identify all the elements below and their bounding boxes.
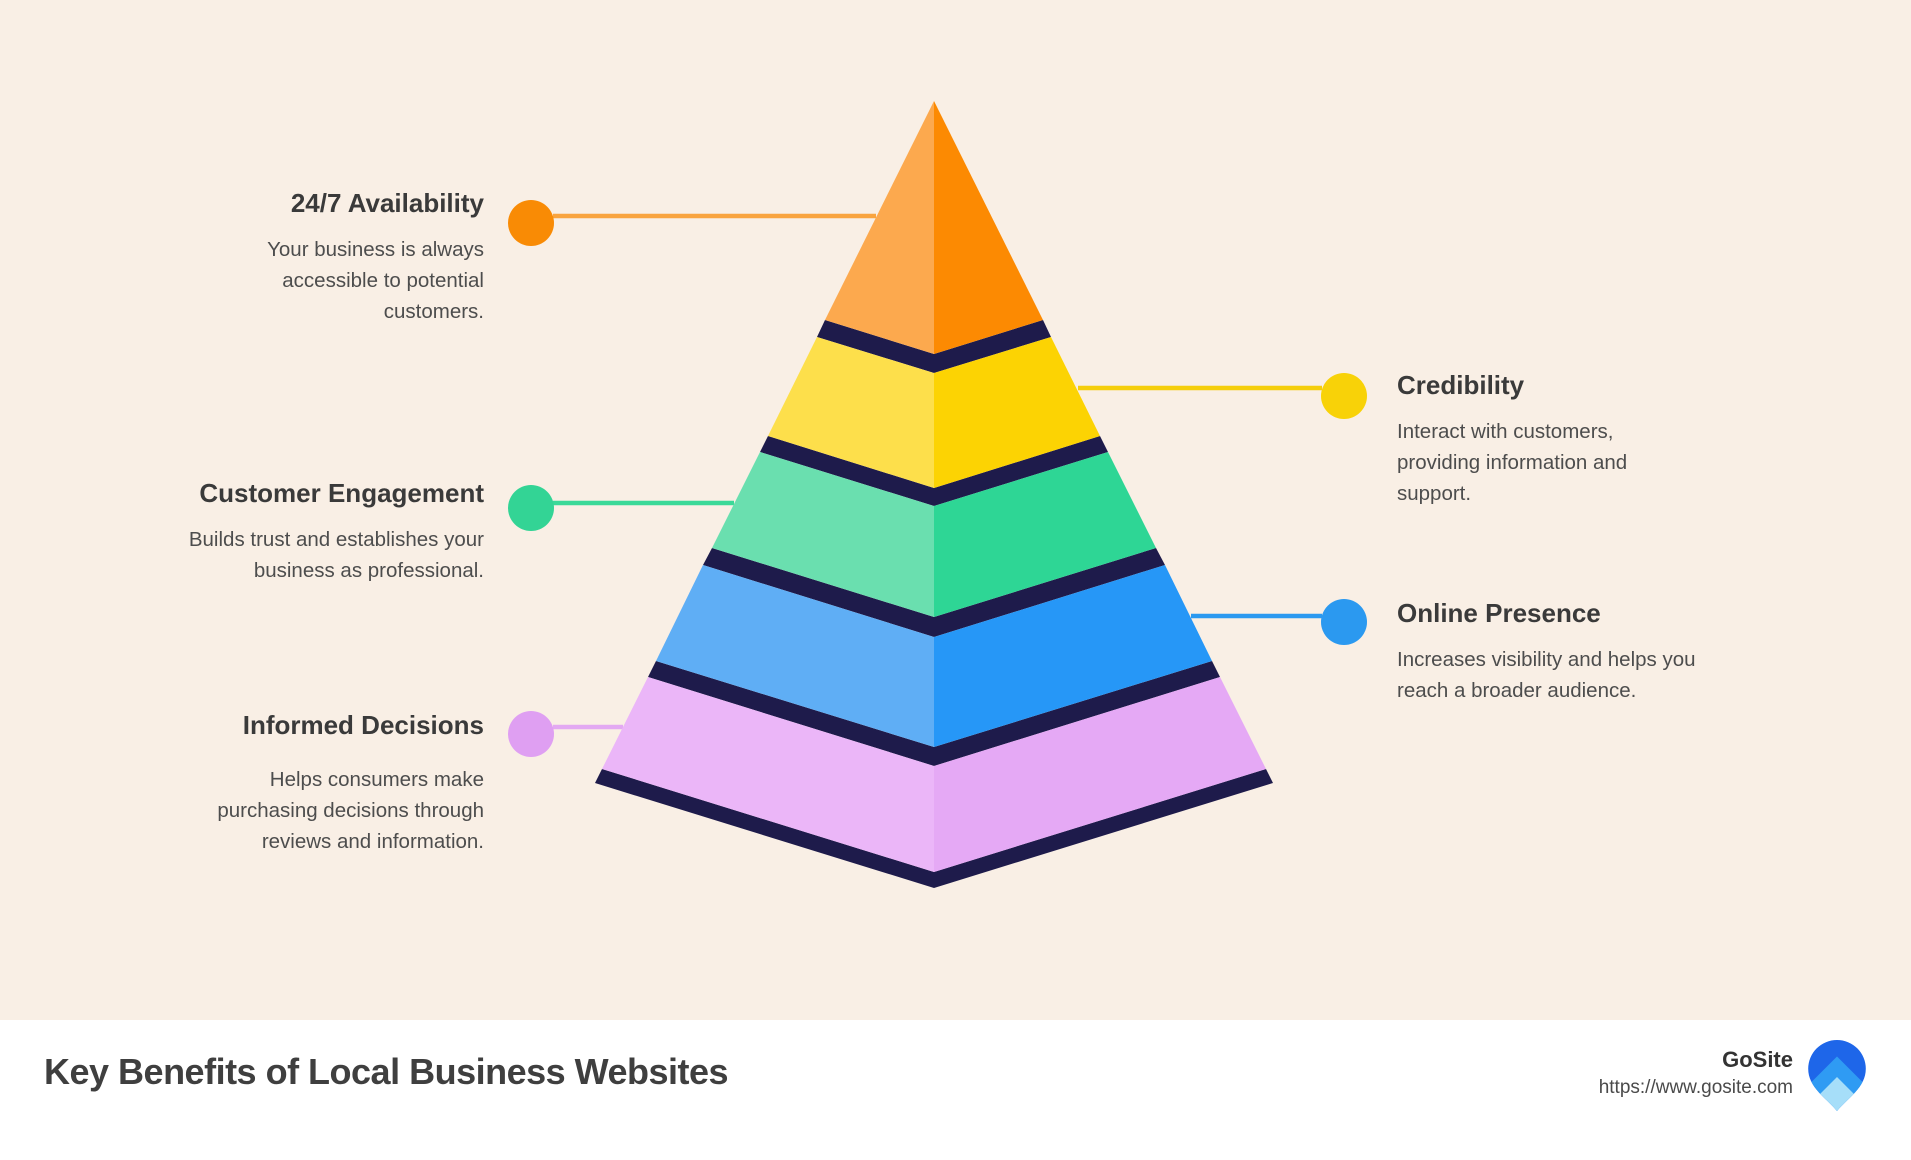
callout-title: Informed Decisions (242, 710, 484, 740)
pyramid-separator-1 (817, 320, 1051, 373)
footer-bar: Key Benefits of Local Business Websites … (0, 1020, 1911, 1160)
accent-dot-availability (508, 200, 554, 246)
pyramid-level-4-left-face (656, 565, 934, 747)
pyramid-level-3-left-face (712, 452, 934, 617)
callout-engagement: Customer Engagement Builds trust and est… (104, 478, 484, 586)
accent-dot-engagement (508, 485, 554, 531)
callout-description: Helps consumers make purchasing decision… (217, 768, 484, 853)
brand-url: https://www.gosite.com (1598, 1077, 1793, 1098)
pyramid-level-1-right-face (934, 101, 1043, 354)
brand-name: GoSite (1722, 1047, 1793, 1072)
pyramid-level-5-left-face (602, 677, 934, 872)
brand-block: GoSite https://www.gosite.com (1599, 1046, 1793, 1100)
accent-dot-presence (1321, 599, 1367, 645)
accent-dot-credibility (1321, 373, 1367, 419)
pyramid-level-1-left-face (825, 101, 934, 354)
callout-availability: 24/7 Availability Your business is alway… (104, 188, 484, 327)
page-title: Key Benefits of Local Business Websites (44, 1051, 729, 1092)
callout-title: Online Presence (1397, 598, 1601, 628)
pyramid-separator-3 (703, 548, 1165, 637)
callout-description: Your business is always accessible to po… (267, 238, 484, 323)
callout-description: Interact with customers, providing infor… (1397, 420, 1628, 505)
callout-description: Increases visibility and helps you reach… (1397, 648, 1696, 702)
pyramid-level-4-right-face (934, 565, 1212, 747)
pyramid-level-3-right-face (934, 452, 1156, 617)
pyramid-level-2-right-face (934, 337, 1100, 488)
callout-description: Builds trust and establishes your busine… (188, 528, 484, 582)
callout-presence: Online Presence Increases visibility and… (1397, 598, 1837, 706)
callout-decisions: Informed Decisions Helps consumers make … (104, 710, 484, 857)
callout-title: Customer Engagement (199, 478, 484, 508)
callout-title: 24/7 Availability (290, 188, 484, 218)
pyramid-level-2-left-face (768, 337, 934, 488)
gosite-pin-logo-icon (1808, 1040, 1866, 1111)
pyramid-separator-2 (760, 436, 1108, 506)
callout-credibility: Credibility Interact with customers, pro… (1397, 370, 1837, 509)
pyramid-level-5-right-face (934, 677, 1266, 872)
accent-dot-decisions (508, 711, 554, 757)
callout-title: Credibility (1397, 370, 1525, 400)
